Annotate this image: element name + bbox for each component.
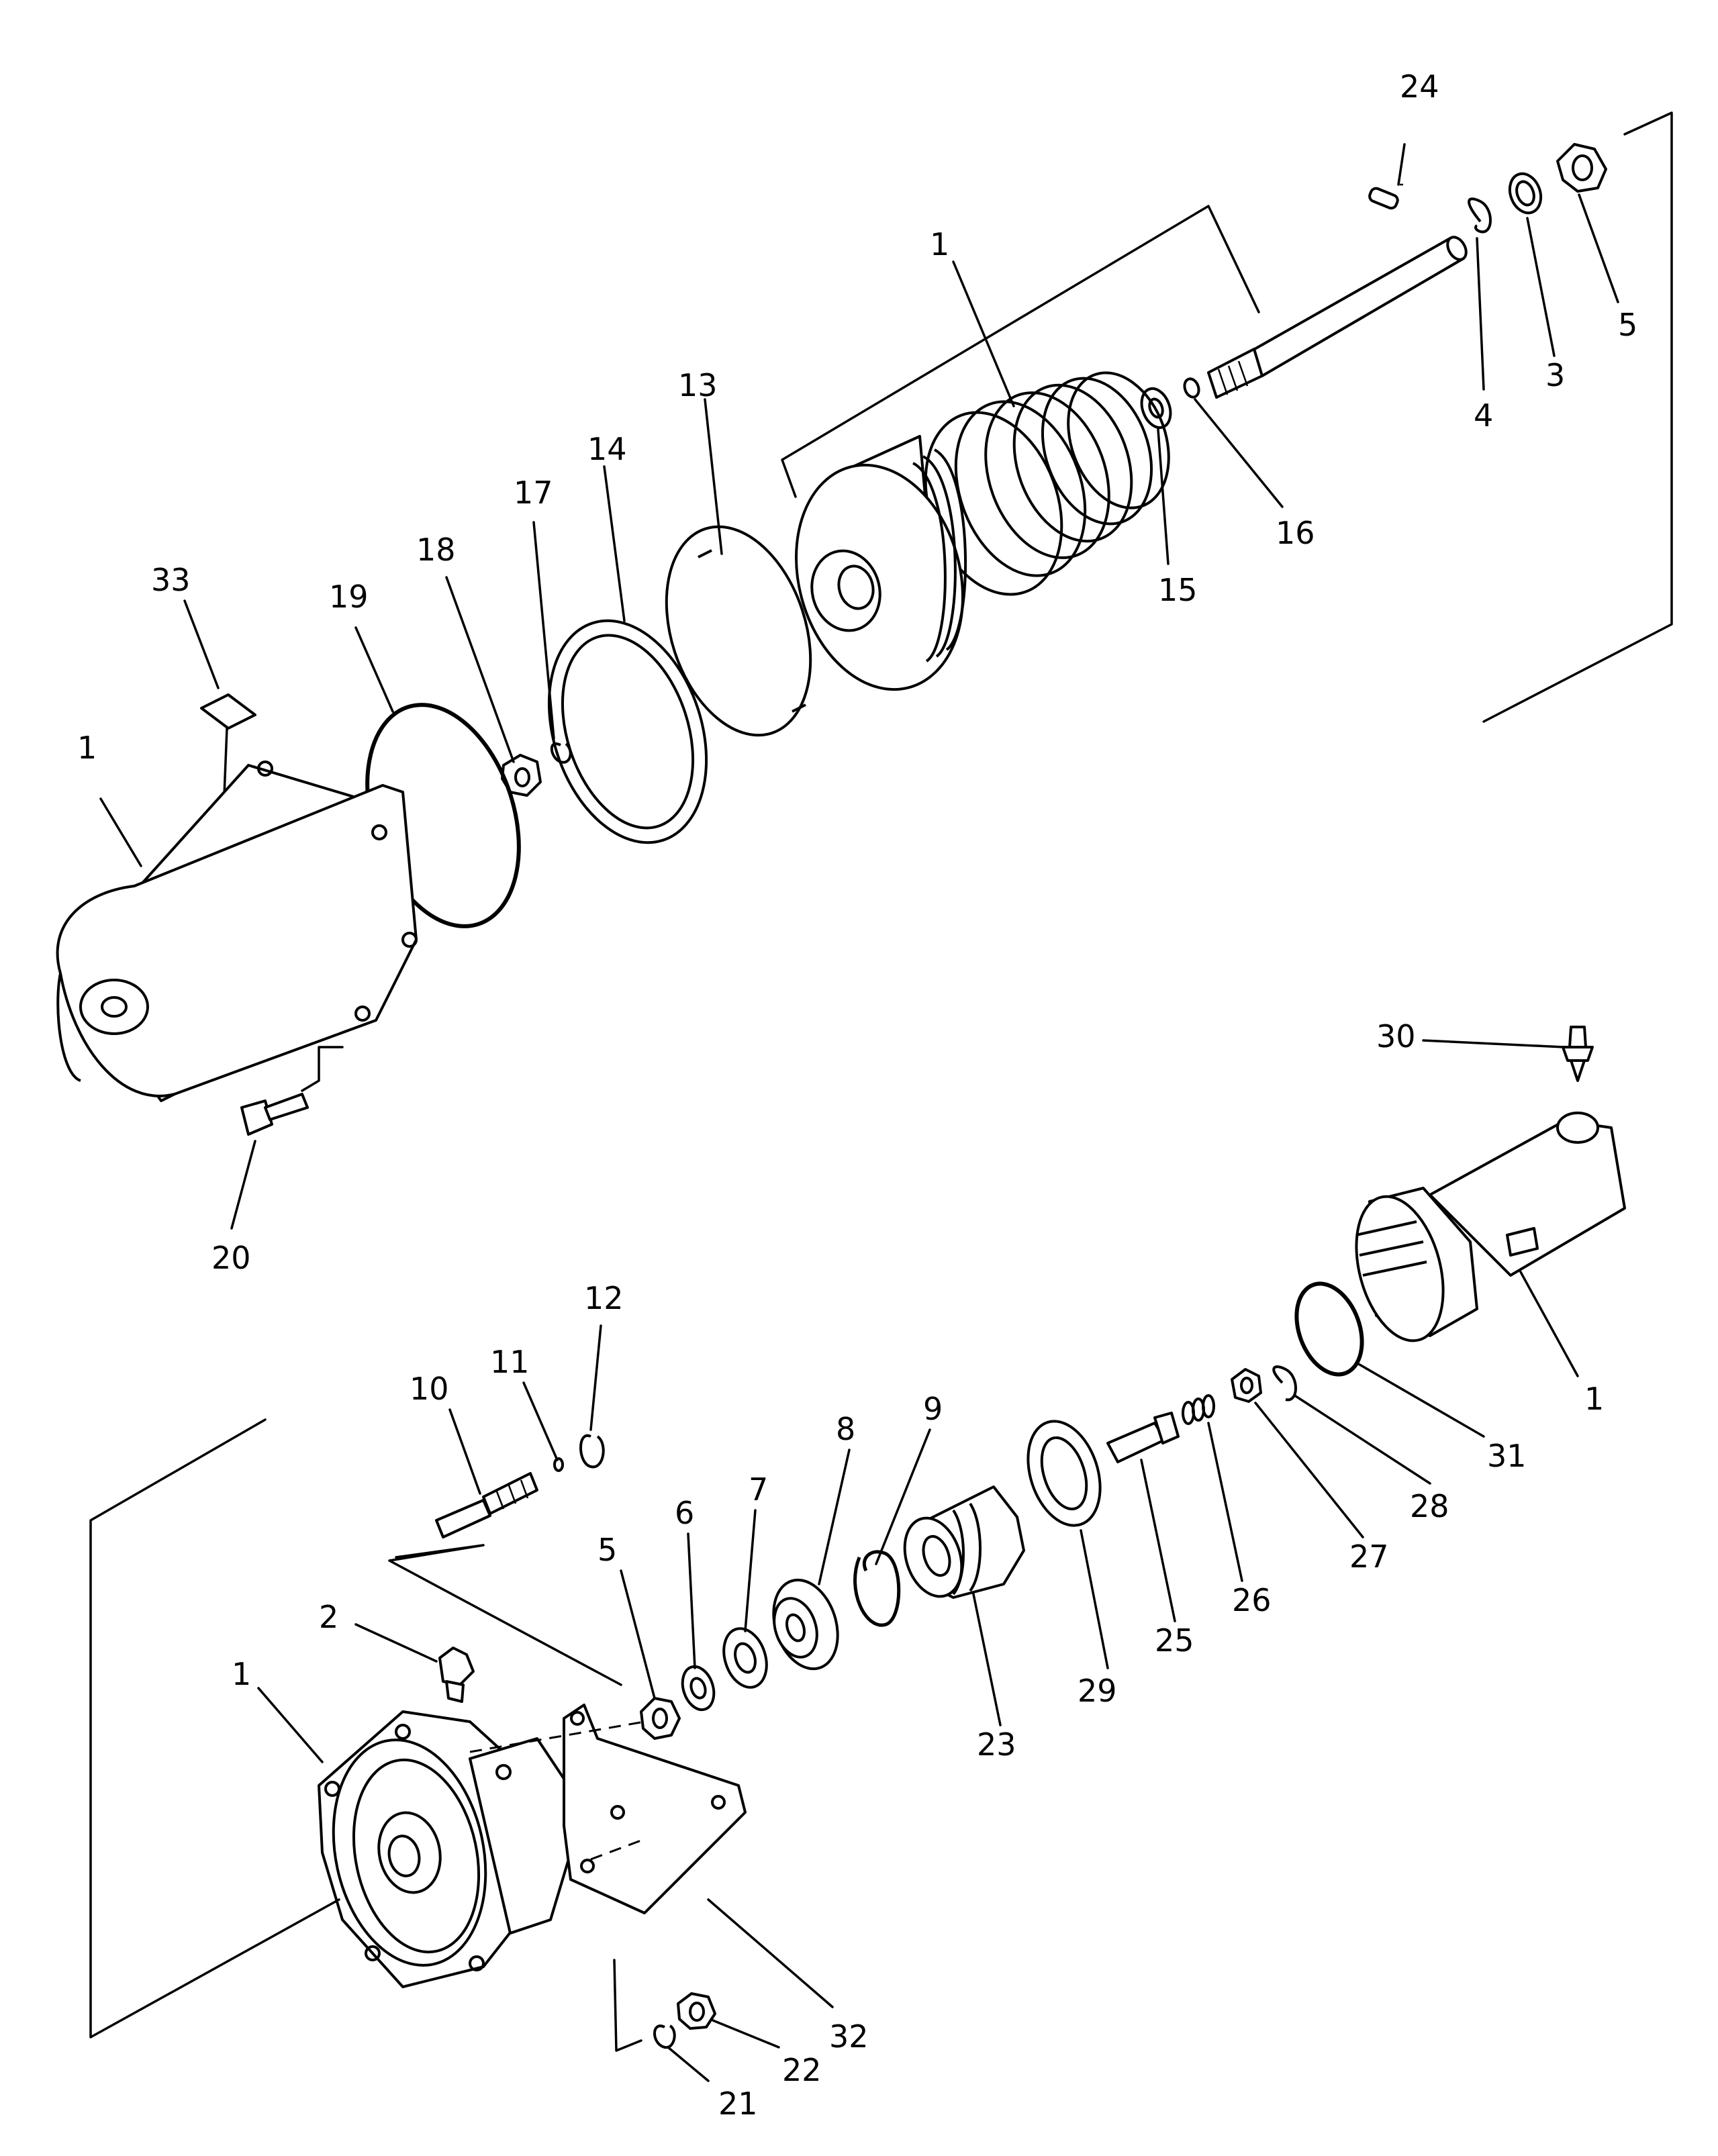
o-ring-part-11	[553, 1457, 564, 1472]
group-bracket-bottom-left	[89, 1418, 340, 2039]
label-13: 13	[678, 367, 718, 403]
label-9: 9	[923, 1391, 943, 1427]
label-11: 11	[490, 1344, 530, 1380]
label-26: 26	[1232, 1582, 1272, 1618]
backup-ring-part-13	[665, 525, 812, 737]
washer-part-3	[1508, 172, 1543, 215]
label-20: 20	[211, 1240, 251, 1276]
valve-body-part-23	[903, 1485, 1025, 1599]
label-17: 17	[514, 475, 553, 511]
group-bracket-top-right	[1482, 111, 1673, 723]
leader-pin-10	[388, 1544, 622, 1686]
label-6: 6	[675, 1495, 694, 1531]
label-31: 31	[1487, 1438, 1527, 1474]
seat-part-8	[772, 1578, 839, 1671]
snap-ring-part-17	[550, 742, 572, 764]
nut-part-27	[1231, 1368, 1262, 1403]
label-16: 16	[1276, 515, 1315, 551]
piston	[795, 435, 967, 691]
nut-part-22	[677, 1992, 716, 2030]
plate-part-33	[200, 693, 256, 730]
leader-lines	[183, 143, 1619, 2082]
body-lower-left	[318, 1710, 572, 1988]
label-10: 10	[410, 1371, 449, 1407]
snap-ring-part-28	[1272, 1365, 1297, 1402]
spring-part-26	[1182, 1394, 1215, 1425]
label-1-body: 1	[232, 1656, 251, 1692]
snap-ring-part-12	[579, 1434, 605, 1469]
piston-rod	[1207, 236, 1468, 399]
dashed-guide-2	[590, 1838, 645, 1861]
label-1-cylinder: 1	[1584, 1381, 1604, 1417]
leader-housing-upper	[99, 797, 142, 867]
pin-part-10	[435, 1472, 538, 1538]
label-5-bottom: 5	[598, 1532, 617, 1568]
cylinder-housing-upper	[56, 761, 418, 1102]
label-1-housing: 1	[77, 730, 97, 766]
label-29: 29	[1078, 1673, 1117, 1709]
label-19: 19	[329, 579, 369, 615]
snap-ring-part-9	[853, 1550, 901, 1627]
label-15: 15	[1158, 572, 1198, 608]
label-30: 30	[1376, 1018, 1416, 1055]
spring-coils	[924, 371, 1170, 596]
label-28: 28	[1410, 1488, 1449, 1524]
o-ring-part-31	[1294, 1281, 1364, 1377]
part-number-labels: 24 1 5 3 4 13 14 17 18 19 33 1 15 16 20 …	[77, 68, 1637, 2122]
plug-part-2	[438, 1647, 475, 1703]
packing-part-29	[1027, 1420, 1102, 1527]
label-12: 12	[584, 1280, 624, 1316]
label-3: 3	[1545, 357, 1565, 393]
group-bracket-spring	[781, 205, 1260, 498]
label-21: 21	[718, 2086, 758, 2122]
plug-part-30	[1562, 1026, 1594, 1082]
label-14: 14	[587, 431, 627, 467]
label-32: 32	[829, 2018, 869, 2055]
bracket-part-32	[563, 1704, 747, 1914]
washer-part-6	[681, 1665, 716, 1712]
o-ring-part-16	[1183, 377, 1200, 399]
label-2: 2	[319, 1599, 338, 1635]
label-1-spring: 1	[930, 226, 949, 262]
label-22: 22	[782, 2052, 822, 2088]
label-27: 27	[1349, 1538, 1389, 1575]
label-7: 7	[749, 1471, 768, 1508]
poppet-part-25	[1106, 1412, 1180, 1463]
nut-part-5-top	[1556, 143, 1607, 193]
cylinder-right	[1355, 1112, 1626, 1342]
label-18: 18	[416, 532, 456, 568]
bolt-part-20	[240, 1093, 309, 1136]
snap-ring-part-21	[653, 2024, 676, 2049]
packing-part-7	[722, 1627, 768, 1689]
snap-ring-part-4	[1468, 197, 1492, 234]
label-23: 23	[977, 1726, 1016, 1763]
label-25: 25	[1155, 1622, 1194, 1659]
pin-part-24	[1368, 187, 1399, 210]
label-8: 8	[836, 1411, 855, 1447]
label-24: 24	[1400, 68, 1439, 105]
leader-group-21-22	[613, 1959, 642, 2052]
label-5-top: 5	[1618, 307, 1637, 343]
nut-part-5-bottom	[640, 1697, 681, 1740]
label-33: 33	[151, 562, 191, 598]
dashed-guide-1	[469, 1720, 645, 1753]
label-4: 4	[1474, 397, 1493, 434]
